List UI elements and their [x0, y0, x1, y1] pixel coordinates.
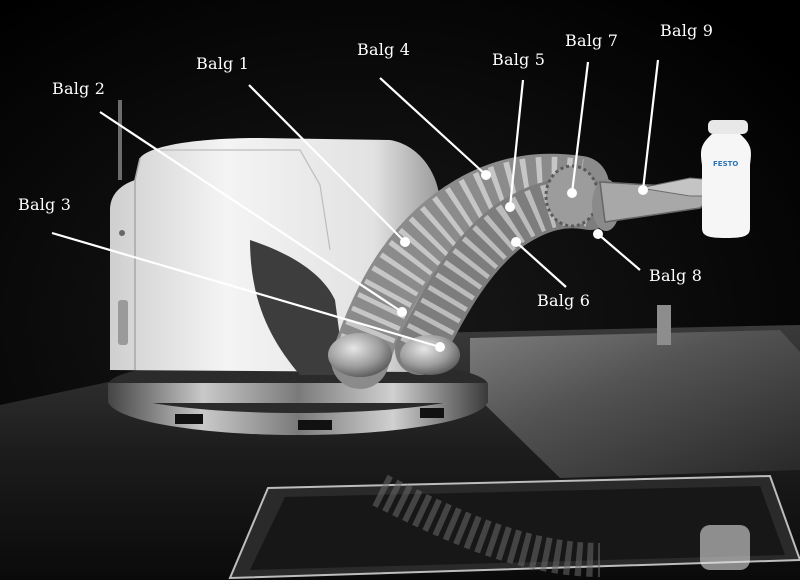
label-balg-4: Balg 4 [357, 40, 411, 59]
label-balg-8: Balg 8 [649, 266, 703, 285]
label-balg-1: Balg 1 [196, 54, 250, 73]
yogurt-bottle: FESTO [701, 120, 751, 238]
label-balg-7: Balg 7 [565, 31, 619, 50]
label-balg-5: Balg 5 [492, 50, 546, 69]
metal-tray [470, 330, 800, 478]
bottle-brand: FESTO [713, 160, 738, 168]
label-balg-6: Balg 6 [537, 291, 591, 310]
label-balg-9: Balg 9 [660, 21, 714, 40]
label-balg-3: Balg 3 [18, 195, 72, 214]
leader-lines [51, 59, 660, 349]
tray-post [657, 305, 671, 345]
leader-dots [397, 170, 648, 352]
antenna [118, 100, 122, 180]
label-balg-2: Balg 2 [52, 79, 106, 98]
